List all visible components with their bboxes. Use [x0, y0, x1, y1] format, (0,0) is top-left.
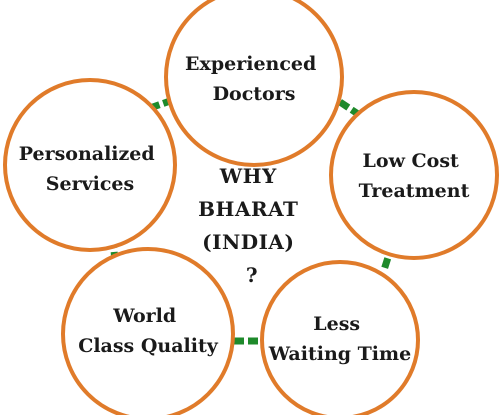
connector-top-right	[338, 99, 366, 121]
bubble-world-class-quality	[61, 247, 235, 415]
bubble-label-world-class-quality: World Class Quality	[78, 305, 219, 357]
center-heading: WHY BHARAT (INDIA) ?	[198, 164, 306, 287]
bubble-experienced-doctors	[164, 0, 344, 167]
bubble-personalized-services	[3, 78, 177, 252]
bubble-label-experienced-doctors: Experienced Doctors	[185, 53, 323, 105]
bubble-low-cost-treatment	[329, 90, 499, 260]
bubble-less-waiting-time	[260, 260, 420, 415]
bubble-label-less-waiting-time: Less Waiting Time	[268, 313, 411, 365]
bubble-label-personalized-services: Personalized Services	[19, 143, 162, 195]
bubble-label-low-cost-treatment: Low Cost Treatment	[359, 150, 470, 202]
